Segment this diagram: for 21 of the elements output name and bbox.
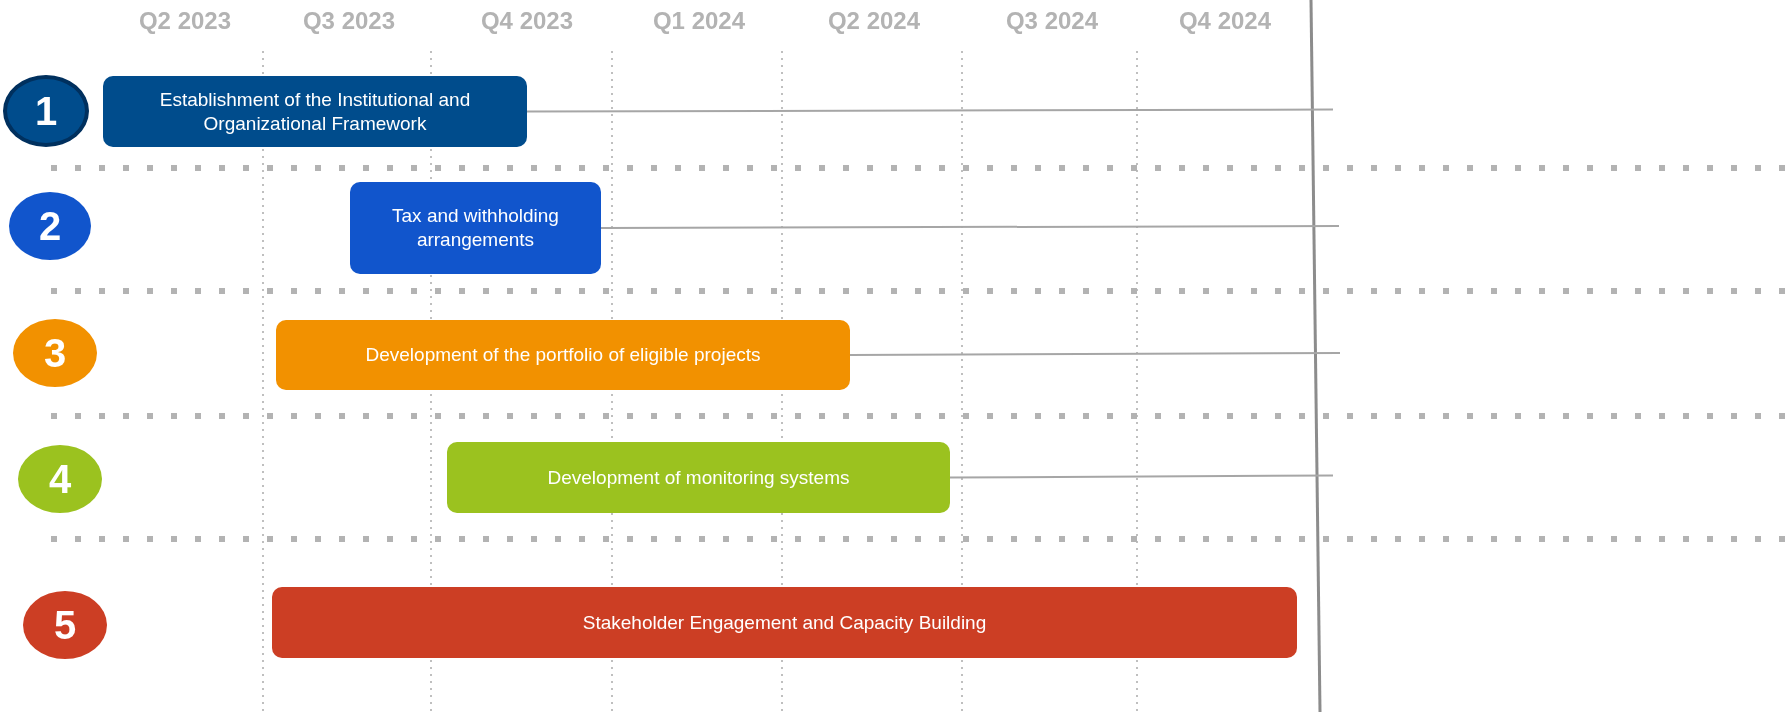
connector-line bbox=[949, 474, 1334, 479]
quarter-label: Q3 2024 bbox=[1004, 8, 1100, 35]
connector-line bbox=[849, 352, 1341, 356]
quarter-label: Q2 2023 bbox=[137, 8, 233, 35]
task-bar: Development of monitoring systems bbox=[447, 442, 950, 513]
quarter-label: Q4 2024 bbox=[1177, 8, 1273, 35]
task-bar: Development of the portfolio of eligible projects bbox=[276, 320, 850, 390]
connector-line bbox=[526, 108, 1334, 113]
connector-line bbox=[600, 225, 1340, 229]
task-bar: Stakeholder Engagement and Capacity Building bbox=[272, 587, 1297, 658]
quarter-label: Q4 2023 bbox=[479, 8, 575, 35]
step-number-circle: 3 bbox=[13, 319, 97, 387]
step-number-circle: 1 bbox=[3, 75, 89, 147]
step-number-circle: 2 bbox=[9, 192, 91, 260]
step-number-circle: 4 bbox=[18, 445, 102, 513]
quarter-label: Q3 2023 bbox=[301, 8, 397, 35]
quarter-label: Q2 2024 bbox=[826, 8, 922, 35]
task-bar: Establishment of the Institutional and Organizational Framework bbox=[103, 76, 527, 147]
task-bar: Tax and withholding arrangements bbox=[350, 182, 601, 274]
step-number-circle: 5 bbox=[23, 591, 107, 659]
quarter-label: Q1 2024 bbox=[651, 8, 747, 35]
